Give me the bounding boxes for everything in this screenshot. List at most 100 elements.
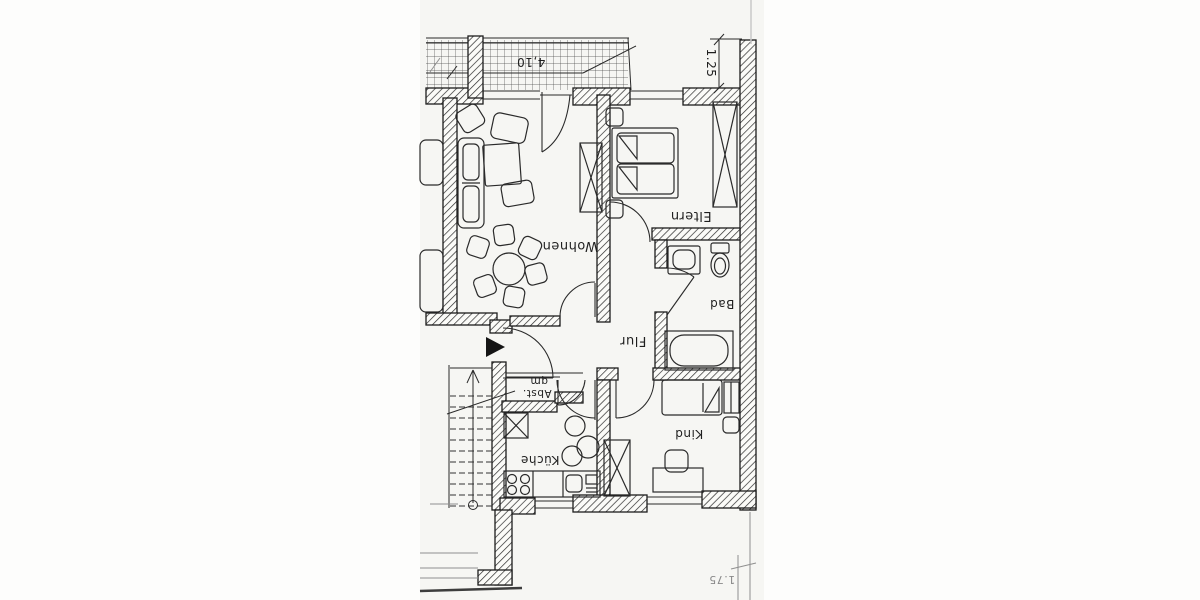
double-bed bbox=[611, 127, 679, 199]
wall-storage-south bbox=[501, 400, 558, 413]
sink-drainer bbox=[585, 474, 598, 485]
stairs-break-line bbox=[446, 390, 516, 415]
sink-bowl bbox=[565, 474, 583, 493]
pillow bbox=[617, 166, 638, 192]
armchair bbox=[490, 112, 529, 144]
nightstand bbox=[605, 199, 624, 219]
balcony-dim-line-tail bbox=[582, 45, 637, 74]
dining-chair bbox=[524, 262, 548, 286]
child-door-swing bbox=[615, 379, 655, 419]
sofa-cushion bbox=[462, 143, 480, 181]
kitchen-stool bbox=[561, 445, 583, 467]
duct-shaft-cross bbox=[503, 412, 529, 439]
armchair bbox=[500, 179, 535, 208]
wall-stairwell-step-horizontal bbox=[477, 569, 513, 586]
room-living: Wohnen bbox=[419, 103, 603, 313]
desk-chair bbox=[664, 449, 689, 473]
dim-tick bbox=[713, 82, 725, 94]
scan-artifacts bbox=[419, 0, 752, 593]
stove-burner bbox=[506, 484, 518, 496]
wardrobe-cross bbox=[579, 142, 603, 213]
bathtub bbox=[664, 330, 734, 371]
dimension-annotations: 1.25 1.75 bbox=[704, 33, 757, 600]
entrance-arrow-icon bbox=[486, 337, 505, 357]
windows bbox=[483, 90, 702, 509]
wall-bottom-pier-right bbox=[701, 490, 757, 509]
dining-chair bbox=[517, 235, 543, 261]
walls bbox=[425, 35, 757, 586]
sofa-cushion bbox=[462, 185, 480, 223]
room-label-hall: Flur bbox=[620, 333, 647, 348]
stairs-start-circle bbox=[468, 500, 478, 510]
wall-left-exterior bbox=[442, 97, 458, 323]
dining-chair bbox=[466, 235, 490, 259]
wall-living-parents-shared bbox=[596, 94, 611, 323]
dining-chair bbox=[492, 223, 516, 247]
room-child: Kind bbox=[603, 379, 740, 497]
balcony-dim-tick bbox=[446, 65, 458, 80]
room-label-parents: Eltern bbox=[670, 208, 711, 223]
wall-living-bottom-step bbox=[489, 319, 513, 334]
balcony-right-edge bbox=[627, 37, 632, 91]
lower-right-dimension: 1.75 bbox=[709, 573, 736, 586]
mattress bbox=[616, 132, 675, 164]
room-hall: Flur bbox=[620, 333, 647, 348]
dim-tick bbox=[713, 33, 725, 46]
living-door-swing bbox=[559, 281, 596, 318]
neighbor-furniture-partial bbox=[419, 249, 444, 313]
balcony-door-swing bbox=[541, 94, 571, 153]
stairs-arrow-right bbox=[472, 369, 480, 384]
room-label-living: Wohnen bbox=[542, 238, 598, 253]
dining-chair bbox=[472, 273, 498, 299]
dim-tick bbox=[730, 562, 757, 570]
room-label-bath: Bad bbox=[710, 297, 735, 311]
closet-cross bbox=[603, 439, 631, 497]
stove-burner bbox=[519, 473, 531, 485]
stool bbox=[722, 416, 740, 434]
stairs-arrow-left bbox=[466, 369, 474, 384]
neighbor-dim-tick bbox=[429, 57, 441, 73]
armchair bbox=[455, 103, 486, 134]
lower-structure-line bbox=[419, 586, 523, 593]
entrance-door-swing bbox=[502, 327, 554, 379]
bath-door-leaf bbox=[666, 276, 695, 316]
kitchen-stool bbox=[576, 435, 600, 459]
desk bbox=[652, 467, 704, 493]
room-label-storage: Abst. bbox=[522, 387, 551, 399]
pillow bbox=[617, 135, 638, 161]
storage-door-swing bbox=[557, 379, 586, 406]
sink-basin bbox=[672, 249, 696, 270]
dining-chair bbox=[502, 285, 526, 309]
toilet-bowl bbox=[710, 252, 730, 278]
stove-burner bbox=[519, 484, 531, 496]
wall-child-north-left bbox=[596, 367, 619, 381]
balcony-grid bbox=[426, 40, 628, 90]
single-bed bbox=[661, 379, 723, 416]
bath-door-swing bbox=[666, 267, 695, 278]
parents-door-swing bbox=[609, 201, 651, 243]
neighbor-furniture-partial bbox=[419, 139, 444, 186]
sink bbox=[667, 245, 701, 275]
pillow bbox=[703, 385, 720, 413]
stair-treads bbox=[450, 395, 494, 507]
mattress bbox=[616, 163, 675, 195]
nightstand bbox=[605, 107, 624, 127]
balcony-width-dimension: 4,10 bbox=[517, 55, 546, 69]
room-kitchen: Küche Abst. qm bbox=[503, 372, 601, 498]
dining-table bbox=[492, 252, 526, 286]
doors bbox=[486, 92, 695, 420]
balcony: 4,10 bbox=[426, 37, 637, 91]
room-bath: Bad bbox=[664, 242, 735, 371]
wardrobe-cross bbox=[712, 101, 738, 208]
room-parents: Eltern bbox=[605, 101, 738, 223]
wall-living-bottom bbox=[425, 312, 498, 326]
stove-burner bbox=[506, 473, 518, 485]
wardrobe bbox=[579, 142, 603, 213]
closet bbox=[603, 439, 631, 497]
wall-balcony-divider bbox=[467, 35, 484, 99]
sofa bbox=[457, 137, 485, 229]
room-label-kitchen: Küche bbox=[521, 453, 560, 467]
toilet-tank bbox=[710, 242, 730, 254]
